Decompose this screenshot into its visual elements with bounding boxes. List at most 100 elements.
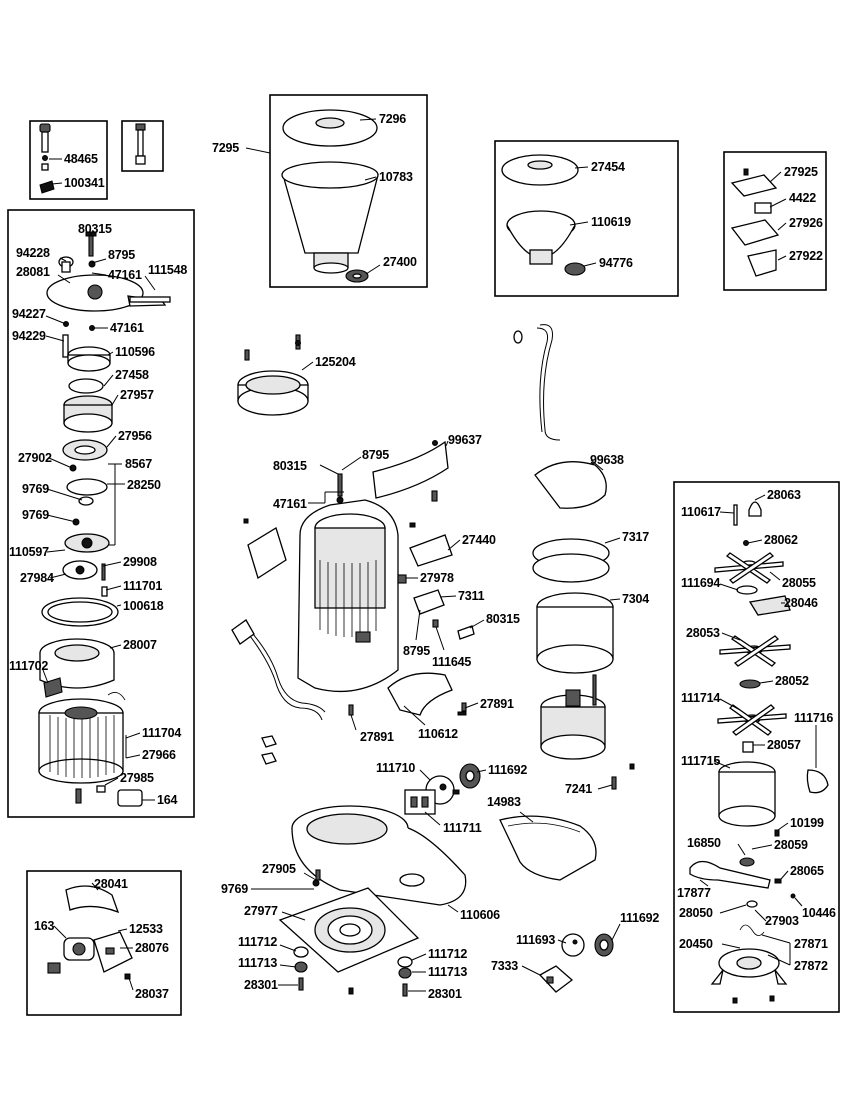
timer-assembly-parts <box>47 885 133 980</box>
part-label-47161: 47161 <box>110 321 144 335</box>
part-label-7333: 7333 <box>491 959 518 973</box>
part-label-47161: 47161 <box>273 497 307 511</box>
part-label-17877: 17877 <box>677 886 711 900</box>
part-label-111701: 111701 <box>123 579 162 593</box>
part-label-9769: 9769 <box>221 882 248 896</box>
part-label-7296: 7296 <box>379 112 406 126</box>
part-label-28050: 28050 <box>679 906 713 920</box>
part-label-94229: 94229 <box>12 329 46 343</box>
part-label-94227: 94227 <box>12 307 46 321</box>
part-label-100341: 100341 <box>64 176 105 190</box>
part-label-7304: 7304 <box>622 592 649 606</box>
part-label-12533: 12533 <box>129 922 163 936</box>
part-label-110597: 110597 <box>9 545 49 559</box>
part-label-7295: 7295 <box>212 141 239 155</box>
part-label-111702: 111702 <box>9 659 48 673</box>
part-label-111713: 111713 <box>428 965 467 979</box>
part-label-9769: 9769 <box>22 482 49 496</box>
part-label-7317: 7317 <box>622 530 649 544</box>
part-label-48465: 48465 <box>64 152 98 166</box>
part-label-27984: 27984 <box>20 571 54 585</box>
part-label-110619: 110619 <box>591 215 631 229</box>
part-label-99637: 99637 <box>448 433 482 447</box>
part-label-27922: 27922 <box>789 249 823 263</box>
part-label-28037: 28037 <box>135 987 169 1001</box>
part-label-27957: 27957 <box>120 388 154 402</box>
part-label-27926: 27926 <box>789 216 823 230</box>
funnel-seal-part <box>564 262 586 276</box>
part-label-27905: 27905 <box>262 862 296 876</box>
part-label-10783: 10783 <box>379 170 413 184</box>
part-label-27458: 27458 <box>115 368 149 382</box>
part-label-28041: 28041 <box>94 877 128 891</box>
part-label-27872: 27872 <box>794 959 828 973</box>
box-timer-assembly <box>26 870 182 1016</box>
part-label-111712: 111712 <box>428 947 467 961</box>
part-label-27902: 27902 <box>18 451 52 465</box>
part-label-28081: 28081 <box>16 265 50 279</box>
box-grinder-motor-assembly <box>7 209 195 818</box>
switch-assembly-parts <box>730 168 780 277</box>
part-label-27925: 27925 <box>784 165 818 179</box>
part-label-100618: 100618 <box>123 599 164 613</box>
part-label-111692: 111692 <box>620 911 659 925</box>
part-label-28301: 28301 <box>244 978 278 992</box>
part-label-110612: 110612 <box>418 727 458 741</box>
part-label-99638: 99638 <box>590 453 624 467</box>
part-label-7241: 7241 <box>565 782 592 796</box>
hopper-gasket-part <box>345 269 369 283</box>
box-funnel <box>494 140 679 297</box>
box-small-screw <box>121 120 164 172</box>
part-label-27454: 27454 <box>591 160 625 174</box>
part-label-16850: 16850 <box>687 836 721 850</box>
part-label-28301: 28301 <box>428 987 462 1001</box>
part-label-28065: 28065 <box>790 864 824 878</box>
impeller-assembly-parts <box>689 501 829 1004</box>
part-label-111694: 111694 <box>681 576 720 590</box>
part-label-8795: 8795 <box>362 448 389 462</box>
part-label-27977: 27977 <box>244 904 278 918</box>
hopper-part <box>281 161 379 274</box>
part-label-28076: 28076 <box>135 941 169 955</box>
part-label-111704: 111704 <box>142 726 181 740</box>
center-housing-parts <box>231 334 481 997</box>
part-number-labels: 48465 100341 7295 7296 10783 27400 27454… <box>9 112 836 1001</box>
part-label-27978: 27978 <box>420 571 454 585</box>
part-label-111712: 111712 <box>238 935 277 949</box>
part-label-20450: 20450 <box>679 937 713 951</box>
part-label-125204: 125204 <box>315 355 356 369</box>
part-label-28063: 28063 <box>767 488 801 502</box>
part-label-28250: 28250 <box>127 478 161 492</box>
grinder-motor-parts <box>38 231 171 807</box>
adjustment-knob-part <box>39 123 55 194</box>
part-label-27891: 27891 <box>480 697 514 711</box>
part-label-110617: 110617 <box>681 505 721 519</box>
part-label-28055: 28055 <box>782 576 816 590</box>
part-label-8795: 8795 <box>403 644 430 658</box>
right-center-parts <box>499 324 635 993</box>
part-label-111715: 111715 <box>681 754 720 768</box>
funnel-part <box>506 210 576 265</box>
part-label-10446: 10446 <box>802 906 836 920</box>
part-label-27956: 27956 <box>118 429 152 443</box>
part-label-110596: 110596 <box>115 345 155 359</box>
box-hopper <box>269 94 428 288</box>
part-label-8567: 8567 <box>125 457 152 471</box>
part-label-27891: 27891 <box>360 730 394 744</box>
part-label-27871: 27871 <box>794 937 828 951</box>
part-label-164: 164 <box>157 793 178 807</box>
small-screw-part <box>135 123 146 165</box>
part-label-111693: 111693 <box>516 933 555 947</box>
part-label-111710: 111710 <box>376 761 415 775</box>
part-label-94776: 94776 <box>599 256 633 270</box>
box-switch-assembly <box>723 151 827 291</box>
part-label-27903: 27903 <box>765 914 799 928</box>
part-label-111548: 111548 <box>148 263 187 277</box>
part-label-47161: 47161 <box>108 268 142 282</box>
part-label-29908: 29908 <box>123 555 157 569</box>
part-label-163: 163 <box>34 919 55 933</box>
part-label-27400: 27400 <box>383 255 417 269</box>
part-label-111711: 111711 <box>443 821 482 835</box>
part-label-80315: 80315 <box>486 612 520 626</box>
